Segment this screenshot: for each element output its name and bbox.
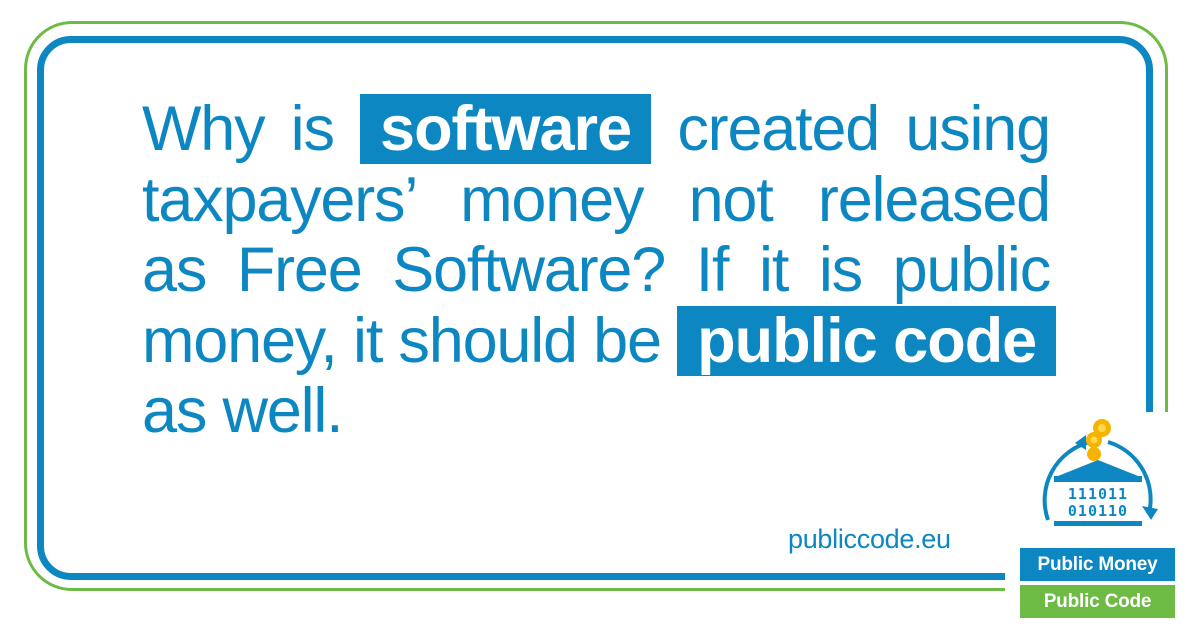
- quote-line-4: money, it should be public code: [142, 305, 1057, 377]
- bank-building-icon: [1054, 460, 1142, 526]
- arrow-head-right: [1142, 506, 1158, 520]
- quote-line-4-start: money, it should be: [142, 305, 662, 376]
- outer-green-frame: [24, 21, 1168, 591]
- circular-arrows-icon: [1042, 440, 1153, 521]
- website-url[interactable]: publiccode.eu: [788, 524, 951, 554]
- quote-line-1-start: Why is: [142, 94, 335, 164]
- quote-line-2: taxpayers’ money not released: [142, 164, 1051, 235]
- quote-line-1-end: created using: [677, 94, 1051, 164]
- quote-line-3: as Free Software? If it is public: [142, 235, 1051, 305]
- binary-row-2: 010110: [1068, 502, 1128, 520]
- public-money-tag: Public Money: [1020, 548, 1175, 581]
- quote-line-5: as well.: [142, 376, 344, 446]
- highlight-public-code: public code: [677, 305, 1057, 376]
- highlight-software: software: [360, 94, 652, 164]
- quote-text: Why is software created using taxpayers’…: [142, 94, 1057, 447]
- inner-blue-frame: [37, 36, 1153, 580]
- public-code-tag: Public Code: [1020, 585, 1175, 618]
- coins-icon: [1086, 419, 1111, 461]
- public-money-public-code-logo: 111011 010110: [1042, 419, 1158, 526]
- quote-line-1: Why is software created using: [142, 94, 1051, 165]
- binary-row-1: 111011: [1068, 485, 1128, 503]
- arrow-head-left: [1075, 435, 1086, 450]
